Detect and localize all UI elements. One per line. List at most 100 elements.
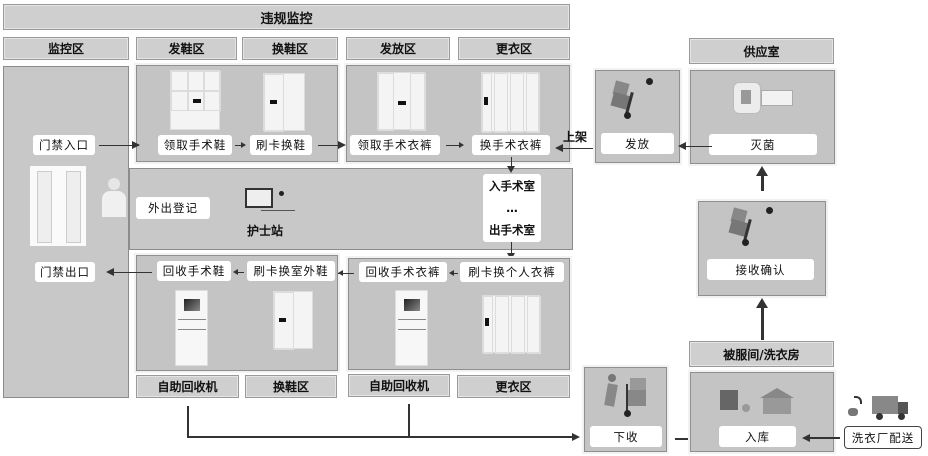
step-receive-confirm-text: 接收确认 (735, 262, 786, 277)
zone-monitor-header: 监控区 (3, 37, 129, 60)
step-sterilize-text: 灭菌 (750, 137, 776, 152)
zone-change-clothes-2-label: 更衣区 (495, 380, 532, 394)
zone-laundry-header: 被服间/洗衣房 (689, 341, 834, 367)
step-storage-text: 入库 (745, 429, 770, 444)
step-laundry-delivery: 洗衣厂配送 (844, 426, 922, 449)
zone-issue-header: 发放区 (346, 37, 450, 60)
arrowhead-icon (678, 142, 686, 150)
sterilizer-icon (733, 82, 797, 114)
clothes-locker-icon (377, 72, 426, 131)
arrowhead-icon (338, 141, 346, 149)
zone-shoe-change-label: 换鞋区 (271, 42, 308, 56)
label-nurse-station: 护士站 (247, 224, 284, 238)
warehouse-icon (760, 388, 794, 414)
step-collect-text: 下收 (613, 429, 639, 444)
line-recovery1-down (187, 406, 189, 437)
step-swipe-shoes: 刷卡换鞋 (250, 135, 312, 155)
zone-shoe-issue-label: 发鞋区 (168, 42, 205, 56)
step-recover-clothes-text: 回收手术衣裤 (365, 265, 441, 279)
step-storage: 入库 (719, 426, 796, 447)
zone-change-clothes-header: 更衣区 (458, 37, 570, 60)
step-collect: 下收 (590, 426, 662, 447)
arrowhead-icon (756, 298, 768, 308)
step-get-clothes: 领取手术衣裤 (350, 135, 440, 155)
arrow-clothes-to-change (446, 145, 460, 146)
zone-shoe-change-2-label: 换鞋区 (272, 380, 309, 394)
step-recover-shoes-text: 回收手术鞋 (162, 264, 226, 278)
arrow-swipe-to-clothes (318, 145, 338, 146)
zone-recovery-machine-2-header: 自助回收机 (348, 374, 450, 397)
arrow-to-recover-shoes (236, 272, 244, 273)
step-swipe-outdoor-shoes: 刷卡换室外鞋 (247, 261, 335, 281)
zone-monitor-label: 监控区 (47, 42, 84, 56)
arrow-receive-to-sterilize (761, 175, 764, 191)
zone-laundry-label: 被服间/洗衣房 (723, 347, 800, 362)
arrow-from-or (511, 242, 512, 256)
zone-change-clothes-2-header: 更衣区 (457, 375, 570, 398)
step-swipe-personal-text: 刷卡换个人衣裤 (468, 265, 556, 279)
arrowhead-icon (756, 166, 768, 176)
arrow-sterilize-to-issue (684, 146, 712, 147)
shoe-locker-icon (170, 70, 221, 130)
step-recover-clothes: 回收手术衣裤 (359, 262, 447, 282)
step-change-clothes-text: 换手术衣裤 (479, 138, 543, 152)
zone-change-clothes-label: 更衣区 (495, 42, 532, 56)
recovery-machine-icon (175, 290, 208, 366)
operating-room-box: 入手术室 … 出手术室 (483, 174, 541, 242)
step-get-shoes-text: 领取手术鞋 (163, 138, 227, 152)
label-shelf: 上架 (563, 130, 588, 144)
clothes-swap-locker-icon (481, 72, 540, 133)
exit-or-text: 出手术室 (489, 223, 535, 238)
shoe-swap-locker-icon (263, 73, 305, 132)
step-get-clothes-text: 领取手术衣裤 (357, 138, 433, 152)
line-bottom-to-collect (187, 436, 573, 438)
zone-issue-label: 发放区 (379, 42, 416, 56)
zone-supply-header: 供应室 (689, 38, 834, 64)
step-issue-text: 发放 (625, 136, 650, 151)
recovery-machine-icon (395, 290, 428, 366)
shoe-return-locker-icon (273, 291, 313, 350)
nurse-station-monitor-icon (245, 188, 295, 214)
arrow-entry-to-shoes (99, 145, 139, 146)
arrowhead-icon (241, 142, 246, 148)
arrowhead-icon (338, 270, 343, 276)
enter-or-text: 入手术室 (489, 178, 535, 193)
zone-shoe-issue-header: 发鞋区 (136, 37, 237, 60)
personal-clothes-locker-icon (482, 295, 541, 354)
zone-shoe-change-2-header: 换鞋区 (245, 375, 337, 398)
ellipsis-text: … (506, 200, 518, 215)
zone-supply-label: 供应室 (743, 44, 780, 59)
cart-icon (610, 78, 654, 122)
step-get-shoes: 领取手术鞋 (158, 135, 232, 155)
box-icon (720, 390, 750, 414)
title-text: 违规监控 (260, 11, 313, 27)
arrowhead-icon (132, 141, 140, 149)
arrow-shoes-to-swipe (235, 145, 243, 146)
arrowhead-icon (802, 434, 810, 442)
truck-icon (848, 392, 912, 422)
step-exit: 门禁出口 (35, 262, 95, 282)
step-laundry-delivery-text: 洗衣厂配送 (851, 430, 915, 445)
arrow-issue-to-change (562, 148, 595, 149)
step-swipe-personal: 刷卡换个人衣裤 (460, 262, 564, 282)
zone-shoe-change-header: 换鞋区 (242, 37, 338, 60)
step-change-clothes: 换手术衣裤 (472, 135, 550, 155)
zone-recovery-machine-1-header: 自助回收机 (136, 375, 239, 398)
step-entry-text: 门禁入口 (39, 138, 89, 152)
arrow-laundry-to-receive (761, 308, 764, 340)
zone-recovery-machine-1-label: 自助回收机 (157, 380, 218, 394)
arrow-to-or (511, 157, 512, 169)
arrowhead-icon (572, 433, 580, 441)
line-recovery2-down (408, 404, 410, 437)
step-out-register-text: 外出登记 (148, 201, 198, 215)
step-receive-confirm: 接收确认 (707, 259, 814, 280)
title-bar: 违规监控 (3, 4, 570, 30)
arrow-to-clothes-area (338, 273, 354, 274)
receive-panel (698, 201, 826, 296)
arrowhead-icon (507, 253, 515, 260)
arrowhead-icon (449, 270, 454, 276)
arrowhead-icon (106, 268, 114, 276)
arrow-to-exit (112, 272, 152, 273)
step-recover-shoes: 回收手术鞋 (157, 261, 231, 281)
cart-icon (728, 205, 773, 249)
